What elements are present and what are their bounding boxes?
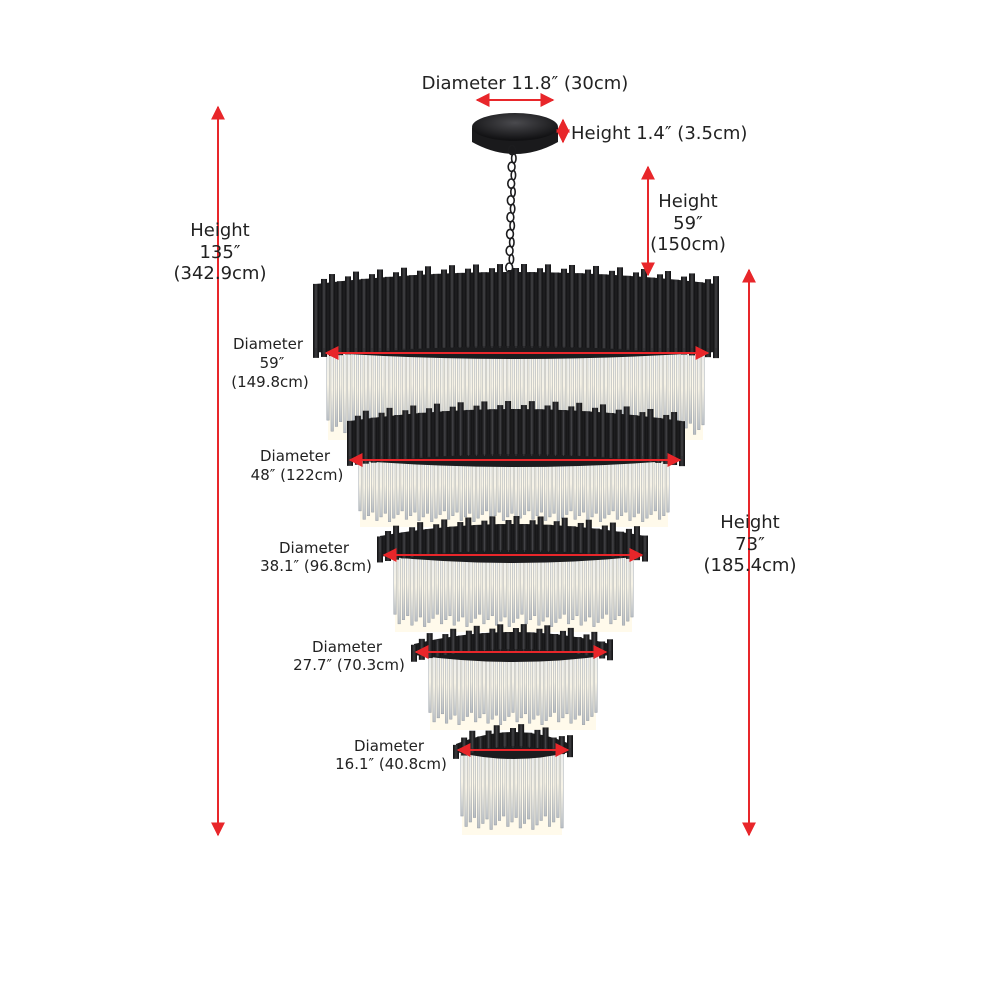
- chain-height-label-line2: 59″: [673, 213, 703, 234]
- tier-1-frame: [313, 264, 719, 359]
- tier-3-crystals: [393, 550, 634, 632]
- body-height-label-line1: Height: [720, 512, 780, 533]
- tier-4-label-line2: 27.7″ (70.3cm): [293, 656, 405, 674]
- chain-height-label-line1: Height: [658, 191, 718, 212]
- canopy-height-label: Height 1.4″ (3.5cm): [571, 123, 747, 144]
- tier-3: [377, 516, 648, 632]
- tier-3-label-line1: Diameter: [279, 539, 350, 557]
- overall-height-label-line3: (342.9cm): [173, 263, 266, 284]
- canopy: [472, 113, 558, 154]
- body-height-label-line3: (185.4cm): [703, 555, 796, 576]
- overall-height-label-line2: 135″: [199, 242, 240, 263]
- tier-2: [347, 401, 685, 527]
- chain-height-label-line3: (150cm): [650, 234, 726, 255]
- tier-4-label-line1: Diameter: [312, 638, 383, 656]
- tier-2-label-line2: 48″ (122cm): [251, 466, 344, 484]
- tier-1: [313, 264, 719, 440]
- dimension-lines: [211, 93, 756, 837]
- tier-4: [411, 624, 613, 730]
- tier-1-label-line3: (149.8cm): [231, 373, 309, 391]
- canopy-diameter-label: Diameter 11.8″ (30cm): [422, 73, 629, 94]
- overall-height-label-line1: Height: [190, 220, 250, 241]
- chain: [505, 144, 518, 276]
- tier-5-crystals: [460, 746, 564, 835]
- tier-5: [453, 724, 573, 835]
- tier-3-label-line2: 38.1″ (96.8cm): [260, 557, 372, 575]
- tier-5-label-line1: Diameter: [354, 737, 425, 755]
- tier-2-frame: [347, 401, 685, 467]
- tier-5-label-line2: 16.1″ (40.8cm): [335, 755, 447, 773]
- tier-1-label-line2: 59″: [260, 354, 285, 372]
- tier-2-label-line1: Diameter: [260, 447, 331, 465]
- tier-1-label-line1: Diameter: [233, 335, 304, 353]
- body-height-label-line2: 73″: [735, 534, 765, 555]
- dimension-labels: Diameter 11.8″ (30cm) Height 1.4″ (3.5cm…: [173, 73, 796, 773]
